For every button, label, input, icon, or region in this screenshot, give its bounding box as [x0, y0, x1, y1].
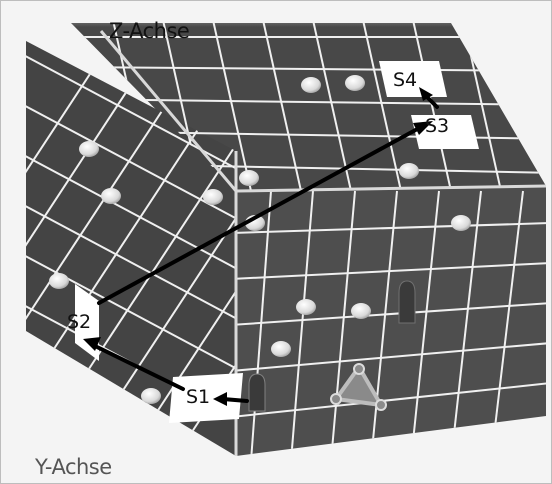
rock-icon[interactable]	[271, 341, 291, 357]
rock-icon[interactable]	[351, 303, 371, 319]
z-axis-label: Z-Achse	[109, 19, 190, 43]
tripod-token-icon[interactable]	[330, 363, 387, 411]
tile-label-s2: S2	[67, 311, 92, 333]
arrow-head-icon	[413, 121, 433, 135]
rocks	[49, 75, 471, 404]
right-face	[236, 186, 546, 456]
robot-icon	[248, 373, 266, 412]
tile-s4[interactable]	[379, 61, 447, 97]
arrow-s1-to-s2	[93, 344, 185, 391]
rock-icon[interactable]	[399, 163, 419, 179]
tile-label-s4: S4	[393, 69, 418, 91]
y-axis-label: Y-Achse	[35, 455, 112, 479]
rock-icon[interactable]	[451, 215, 471, 231]
arrow-head-icon	[419, 87, 433, 101]
tile-label-s1: S1	[186, 386, 211, 408]
arrow-head-icon	[83, 337, 101, 351]
rock-icon[interactable]	[141, 388, 161, 404]
rock-icon[interactable]	[296, 299, 316, 315]
arrow-s2-to-s3	[97, 125, 423, 305]
robot-piece[interactable]	[398, 280, 416, 324]
tile-s1[interactable]	[169, 373, 243, 423]
rock-icon[interactable]	[79, 141, 99, 157]
rock-icon[interactable]	[239, 170, 259, 186]
arrow-head-icon	[213, 392, 227, 406]
left-face	[26, 41, 236, 456]
rock-icon[interactable]	[301, 77, 321, 93]
rock-icon[interactable]	[203, 189, 223, 205]
rock-icon[interactable]	[345, 75, 365, 91]
move-path	[83, 87, 439, 406]
rock-icon[interactable]	[49, 273, 69, 289]
tile-label-s3: S3	[425, 115, 450, 137]
robot-piece[interactable]	[248, 373, 266, 412]
robot-icon	[398, 280, 416, 324]
rock-icon[interactable]	[101, 188, 121, 204]
right-face-grid	[236, 190, 546, 456]
